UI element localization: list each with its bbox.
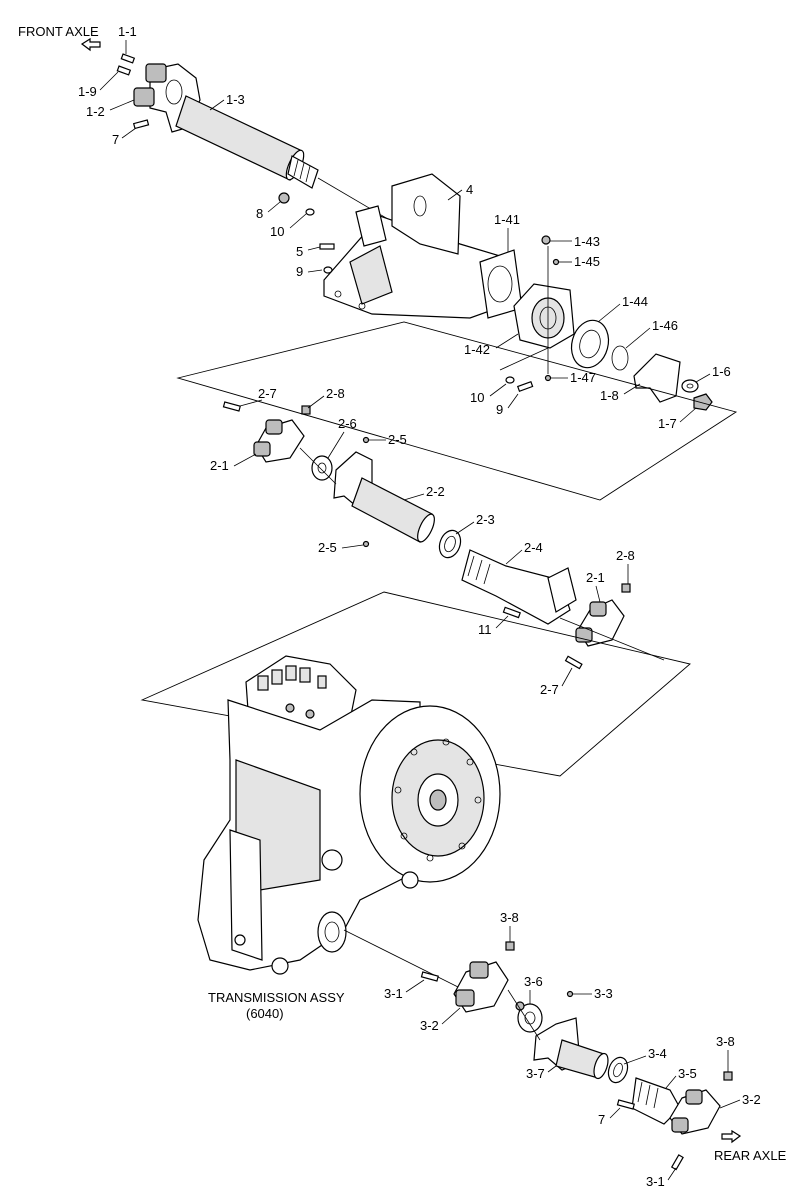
- front-axle-label: FRONT AXLE: [18, 24, 99, 39]
- label-2-2: 2-2: [426, 484, 445, 499]
- bolt-9-mid: [516, 380, 534, 392]
- label-1-47: 1-47: [570, 370, 596, 385]
- shaft-tube-1-3: [175, 95, 301, 181]
- label-2-5-bot: 2-5: [318, 540, 337, 555]
- label-3-6: 3-6: [524, 974, 543, 989]
- bolt-3-1-left: [420, 971, 439, 982]
- label-2-4: 2-4: [524, 540, 543, 555]
- front-axle-indicator: FRONT AXLE: [18, 24, 101, 52]
- label-1-7: 1-7: [658, 416, 677, 431]
- grease-2-8-top: [301, 405, 311, 415]
- grease-3-8-right: [723, 1071, 733, 1081]
- label-3-2-right: 3-2: [742, 1092, 761, 1107]
- bolt-2-7-top: [222, 401, 241, 412]
- arrow-right-icon: [721, 1129, 742, 1144]
- cross-cap-1-1: [145, 63, 167, 83]
- fitting-2-5-top: [362, 436, 370, 444]
- label-10-mid: 10: [470, 390, 484, 405]
- label-2-8-top: 2-8: [326, 386, 345, 401]
- grease-2-8-right: [621, 583, 631, 593]
- spline-shaft: [287, 155, 319, 189]
- label-1-46: 1-46: [652, 318, 678, 333]
- label-11: 11: [478, 622, 492, 637]
- rear-axle-indicator: REAR AXLE: [714, 1129, 787, 1163]
- label-1-45: 1-45: [574, 254, 600, 269]
- seal-3-4: [607, 1056, 629, 1084]
- washer-10-top: [305, 208, 315, 216]
- nut-8: [278, 192, 290, 204]
- front-drive-shaft-group: 1-1 1-9 1-2 7 1-3 4 8 10 5 9 1-41 1-43 1…: [78, 24, 731, 431]
- bolt-7-top: [132, 119, 150, 130]
- label-1-9: 1-9: [78, 84, 97, 99]
- label-3-5: 3-5: [678, 1066, 697, 1081]
- snap-ring-1-46: [611, 345, 629, 371]
- bolt-11: [502, 606, 521, 619]
- label-2-7-top: 2-7: [258, 386, 277, 401]
- washer-1-6: [681, 379, 699, 393]
- label-9-mid: 9: [496, 402, 503, 417]
- washer-10-mid: [505, 376, 515, 384]
- label-3-7: 3-7: [526, 1066, 545, 1081]
- transmission-assembly: TRANSMISSION ASSY (6040): [197, 655, 501, 1021]
- fitting-2-5-bot: [362, 540, 370, 548]
- label-8: 8: [256, 206, 263, 221]
- bolt-1-1: [120, 53, 136, 64]
- label-3-2-left: 3-2: [420, 1018, 439, 1033]
- rear-drive-shaft-group: 3-8 3-6 3-3 3-1 3-2 3-4 3-7 3-5 3-8 3-2 …: [384, 910, 761, 1189]
- label-2-5-top: 2-5: [388, 432, 407, 447]
- bolt-2-7-bot: [564, 655, 583, 670]
- label-3-1-left: 3-1: [384, 986, 403, 1001]
- intermediate-shaft-group: 2-7 2-8 2-6 2-5 2-1 2-2 2-3 2-5 2-4 2-8 …: [210, 386, 665, 697]
- output-flange: [317, 911, 347, 953]
- companion-flange-1-8: [633, 353, 681, 403]
- section-2-frame: [176, 321, 738, 501]
- grease-3-8-top: [505, 941, 515, 951]
- label-1-3: 1-3: [226, 92, 245, 107]
- label-5: 5: [296, 244, 303, 259]
- label-2-1-right: 2-1: [586, 570, 605, 585]
- fitting-1-45: [552, 258, 560, 266]
- label-1-6: 1-6: [712, 364, 731, 379]
- label-1-8: 1-8: [600, 388, 619, 403]
- arrow-left-icon: [80, 37, 101, 52]
- label-2-7-bot: 2-7: [540, 682, 559, 697]
- label-1-1: 1-1: [118, 24, 137, 39]
- label-3-1-bot: 3-1: [646, 1174, 665, 1189]
- transmission-title: TRANSMISSION ASSY: [208, 990, 345, 1005]
- rear-axle-label: REAR AXLE: [714, 1148, 787, 1163]
- label-9-top: 9: [296, 264, 303, 279]
- nut-1-7: [693, 393, 713, 411]
- seal-2-3: [438, 529, 462, 559]
- label-4: 4: [466, 182, 473, 197]
- fitting-1-47: [544, 374, 552, 382]
- transmission-model: (6040): [246, 1006, 284, 1021]
- washer-9-top: [323, 266, 333, 274]
- bolt-1-9: [116, 65, 132, 76]
- bearing-1-44: [570, 319, 610, 369]
- bolt-5: [319, 243, 335, 250]
- label-2-8-right: 2-8: [616, 548, 635, 563]
- label-10-top: 10: [270, 224, 284, 239]
- label-7-bot: 7: [598, 1112, 605, 1127]
- bolt-7-bot: [616, 1099, 635, 1110]
- label-1-42: 1-42: [464, 342, 490, 357]
- label-1-43: 1-43: [574, 234, 600, 249]
- label-2-6: 2-6: [338, 416, 357, 431]
- bolt-3-1-bot: [670, 1154, 684, 1171]
- label-3-3: 3-3: [594, 986, 613, 1001]
- cross-cap-1-2: [133, 87, 155, 107]
- label-2-1-left: 2-1: [210, 458, 229, 473]
- fitting-3-3: [566, 990, 574, 998]
- label-1-2: 1-2: [86, 104, 105, 119]
- label-1-41: 1-41: [494, 212, 520, 227]
- plug-1-43: [541, 235, 551, 245]
- label-1-44: 1-44: [622, 294, 648, 309]
- label-3-8-top: 3-8: [500, 910, 519, 925]
- label-3-4: 3-4: [648, 1046, 667, 1061]
- label-3-8-right: 3-8: [716, 1034, 735, 1049]
- label-2-3: 2-3: [476, 512, 495, 527]
- washer-2-6: [311, 455, 333, 481]
- label-7-top: 7: [112, 132, 119, 147]
